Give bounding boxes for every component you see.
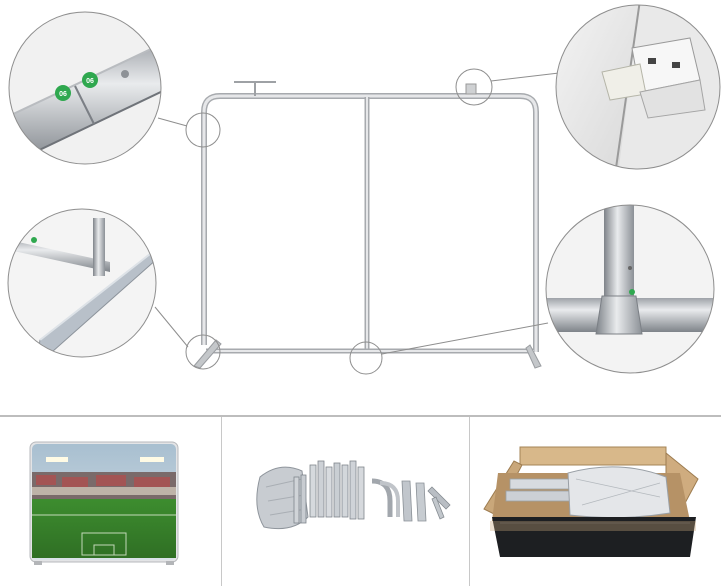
stadium-display-preview: [0, 417, 221, 586]
packaged-box-preview: [470, 417, 721, 586]
label-badge-right: [82, 72, 98, 88]
frame-diagram-panel: 06 06: [7, 4, 721, 375]
callout-ring-tconnector: [349, 341, 383, 375]
section-divider: [0, 415, 721, 417]
callout-ring-clip: [455, 68, 493, 106]
parts-kit-preview: [222, 417, 469, 586]
callout-tube-joint: 06 06: [8, 11, 162, 165]
column-divider-right: [469, 417, 470, 586]
callout-ring-joint: [185, 112, 221, 148]
callout-foot-base: [7, 208, 157, 358]
callout-ring-foot: [185, 334, 221, 370]
leader-lines: [154, 72, 560, 355]
callout-clip-bracket: [555, 4, 721, 170]
main-frame: [193, 81, 542, 369]
frame-diagram: 06 06: [7, 4, 721, 375]
column-divider-left: [221, 417, 222, 586]
label-badge-left: [55, 85, 71, 101]
badge-text-left: 06: [59, 91, 67, 98]
packaged-box-image: [483, 446, 699, 557]
parts-kit-image: [256, 460, 451, 530]
stadium-display-image: [29, 441, 179, 565]
badge-text-right: 06: [86, 78, 94, 85]
callout-t-connector: [545, 204, 715, 374]
